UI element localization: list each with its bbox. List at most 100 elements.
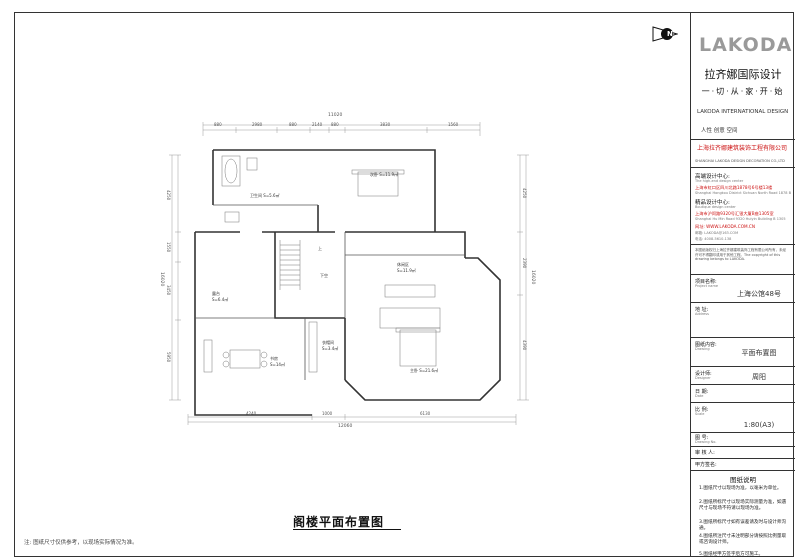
divider xyxy=(691,470,795,471)
copyright-notice: 本图纸版权归上海拉齐娜建筑装饰工程有限公司所有，未经许可不得翻印或用于其他工程。… xyxy=(695,248,786,261)
dim-left-3: 3450 xyxy=(166,285,171,296)
drawing-value: 平面布置图 xyxy=(741,349,777,357)
dim-total-left: 16020 xyxy=(159,272,164,287)
boutique-address: 上海市沪闵路9320号汇银大厦B座1305室 xyxy=(695,211,774,216)
company-meta: 人性 创意 空间 xyxy=(701,128,738,134)
divider xyxy=(691,139,795,140)
divider xyxy=(691,458,795,459)
dim-top-7: 1560 xyxy=(448,122,459,127)
floor-plan xyxy=(169,122,529,425)
room-label-master: 主卧 S=21.6㎡ xyxy=(410,368,438,374)
divider xyxy=(691,274,795,275)
date-sub: Date xyxy=(695,394,704,398)
bed2-name: 次卧 xyxy=(370,172,378,177)
boutique-address-en: Shanghai Hu Min Road 9320 Huiyin Buildin… xyxy=(695,217,786,221)
company-legal-name-en: SHANGHAI LAKODA DESIGN DECORATION CO.,LT… xyxy=(695,159,785,163)
date-label: 日 期: xyxy=(695,389,709,395)
note-item: 5.图纸经甲方签字后方可施工。 xyxy=(699,552,764,557)
divider xyxy=(691,244,795,245)
divider xyxy=(691,402,795,403)
dim-left-4: 5950 xyxy=(166,352,171,363)
divider xyxy=(691,337,795,338)
north-arrow-icon xyxy=(652,26,678,42)
dim-top-6: 3830 xyxy=(380,122,391,127)
notes-title: 图纸说明 xyxy=(730,476,756,484)
sheet-frame xyxy=(14,12,794,557)
approve-label: 甲方签名: xyxy=(695,462,717,468)
room-label-void: 下空 xyxy=(320,273,328,278)
bed2-area: S=11.9㎡ xyxy=(379,172,399,177)
dim-total-right: 16020 xyxy=(530,270,535,285)
room-label-stair: 上 xyxy=(318,246,322,251)
hq-sub: The high-end design center xyxy=(695,179,744,183)
room-label-bath: 卫生间 S=5.6㎡ xyxy=(250,193,280,199)
closet-area: S=3.4㎡ xyxy=(322,346,339,351)
closet-name: 衣帽间 xyxy=(322,340,334,345)
company-slogan: 一·切·从·家·开·始 xyxy=(701,87,785,96)
divider xyxy=(691,384,795,385)
project-label: 项目名称: xyxy=(695,279,717,285)
plan-footnote: 注: 图纸尺寸仅供参考，以现场实际情况为准。 xyxy=(24,540,138,546)
designer-sub: Designer xyxy=(695,376,711,380)
boutique-sub: Boutique design center xyxy=(695,205,736,209)
room-label-bed2: 次卧 S=11.9㎡ xyxy=(370,172,398,178)
balcony-area: S=6.4㎡ xyxy=(212,297,229,302)
project-value: 上海公馆48号 xyxy=(737,290,781,298)
project-sub: Project name xyxy=(695,284,719,288)
company-phone: 电话: 4008-5610-138 xyxy=(695,237,732,241)
plan-title: 阁楼平面布置图 xyxy=(293,515,385,529)
hq-label: 高端设计中心: xyxy=(695,174,730,180)
divider xyxy=(691,446,795,447)
address-sub: Address xyxy=(695,312,709,316)
hq-address: 上海市虹口区四川北路1878号6号楼13楼 xyxy=(695,185,773,190)
dim-total-top: 11020 xyxy=(328,113,343,118)
designer-label: 设计师: xyxy=(695,371,712,377)
note-item: 4.图纸所注尺寸未注明部分请按照比例量取或咨询设计师。 xyxy=(699,534,787,545)
divider xyxy=(691,366,795,367)
drawing-no-sub: Drawing No. xyxy=(695,440,717,444)
dim-right-1: 4250 xyxy=(522,188,527,199)
note-item: 2.图纸所标尺寸以现场实际测量为准，如遇尺寸与现场不符请以现场为准。 xyxy=(699,500,787,511)
plan-title-underline xyxy=(293,529,401,530)
designer-value: 周阳 xyxy=(752,373,766,381)
company-logo: LAKODA xyxy=(699,34,793,56)
dim-top-3: 880 xyxy=(289,122,297,127)
company-email: 邮箱: LAKODA@163.COM xyxy=(695,231,739,235)
company-website: 网址: WWW.LAKODA.COM.CN xyxy=(695,224,755,229)
scale-label: 比 例: xyxy=(695,407,709,413)
dim-left-2: 1550 xyxy=(166,242,171,253)
review-label: 审 核 人: xyxy=(695,450,715,456)
corridor-name: 休闲区 xyxy=(397,262,409,267)
scale-value: 1:80(A3) xyxy=(743,421,775,429)
study-name: 书房 xyxy=(270,356,278,361)
divider xyxy=(691,167,795,168)
address-label: 地 址: xyxy=(695,307,709,313)
drawing-label: 图纸内容: xyxy=(695,342,717,348)
north-label: N xyxy=(667,30,673,38)
dim-bottom-2: 1000 xyxy=(322,411,333,416)
corridor-area: S=11.9㎡ xyxy=(397,268,416,273)
dim-right-2: 2390 xyxy=(522,258,527,269)
scale-sub: Scale xyxy=(695,412,705,416)
boutique-label: 精品设计中心: xyxy=(695,200,730,206)
dim-right-3: 4390 xyxy=(522,340,527,351)
master-area: S=21.6㎡ xyxy=(419,368,439,373)
dim-top-4: 2140 xyxy=(312,122,323,127)
balcony-name: 露台 xyxy=(212,291,220,296)
divider xyxy=(691,302,795,303)
dim-bottom-1: 4240 xyxy=(246,411,257,416)
drawing-sub: Drawing xyxy=(695,347,710,351)
company-name-en: LAKODA INTERNATIONAL DESIGN xyxy=(697,109,789,115)
dim-left-1: 4250 xyxy=(166,190,171,201)
company-legal-name: 上海拉齐娜建筑装饰工程有限公司 xyxy=(697,145,788,152)
drawing-no-label: 图 号: xyxy=(695,435,709,441)
bath-area: S=5.6㎡ xyxy=(263,193,280,198)
dim-top-1: 880 xyxy=(214,122,222,127)
title-block: LAKODA 拉齐娜国际设计 一·切·从·家·开·始 LAKODA INTERN… xyxy=(690,12,795,557)
divider xyxy=(691,432,795,433)
